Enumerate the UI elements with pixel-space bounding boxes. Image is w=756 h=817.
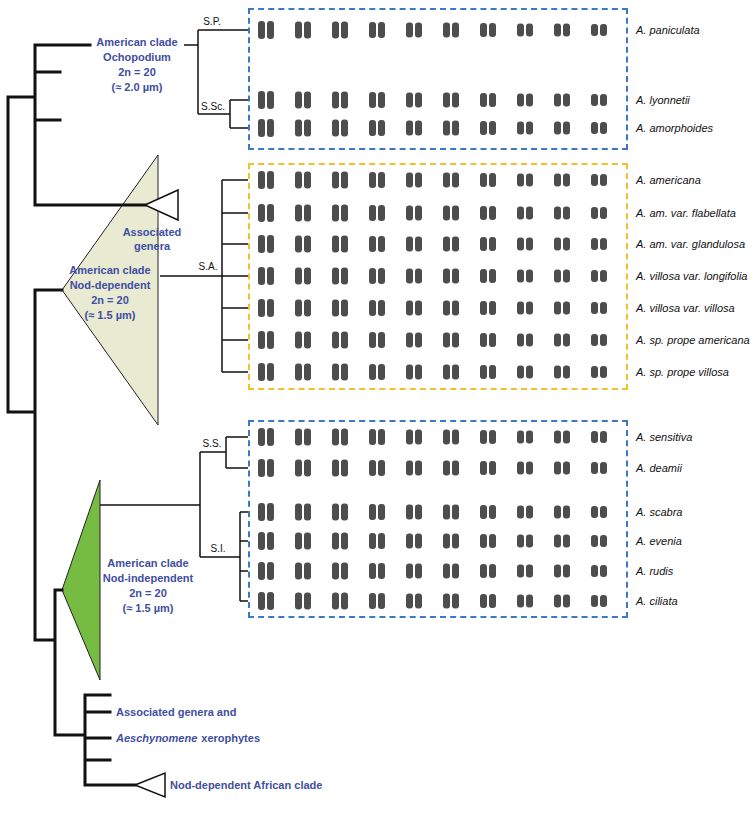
clade-triangle [135,773,165,797]
karyotype-panel: A. americana A. am. var. flabellata A. am.… [248,163,751,390]
karyotype-row [258,235,607,253]
species-name: A. scabra [636,506,682,519]
section-label: S.P. [203,15,221,28]
species-name: A. sp. prope villosa [636,366,729,379]
species-name: A. americana [636,174,701,187]
karyotype-row [258,503,607,521]
bracket-lines [160,180,248,372]
karyotype-panel: A. paniculata A. lyonnetii A. amorphoides [248,8,751,150]
species-name: A. paniculata [636,24,700,37]
species-name: A. amorphoides [636,122,713,135]
section-label: S.I. [210,542,225,555]
karyotype-row [258,459,607,477]
karyotype-row [258,331,607,349]
clade-label: Nod-dependent African clade [170,779,322,792]
karyotype-row [258,119,607,137]
karyotype-row [258,171,607,189]
clade-label: (≈ 1.5 µm) [85,309,136,322]
karyotype-row [258,299,607,317]
clade-label: (≈ 1.5 µm) [123,602,174,615]
species-name: A. evenia [636,535,682,548]
species-name: A. deamii [636,462,682,475]
clade-triangle [62,480,100,680]
dashed-frame [248,420,628,618]
clade-label: 2n = 20 [129,587,167,600]
karyotype-row [258,21,607,39]
karyotype-row [258,204,607,222]
bracket-lines [184,30,248,128]
clade-triangle [145,190,178,220]
clade-label: American clade [107,557,188,570]
species-name: A. villosa var. longifolia [636,270,747,283]
clade-label: American clade [96,36,177,49]
section-label: S.A. [199,260,218,273]
species-name: A. sp. prope americana [636,334,750,347]
clade-label: (≈ 2.0 µm) [112,81,163,94]
clade-label: xerophytes [201,732,260,745]
dashed-frame [248,163,628,390]
karyotype-rows [258,21,607,610]
tree-branches [8,45,145,785]
clade-label: Ochopodium [103,51,171,64]
section-label: S.S. [203,437,222,450]
clade-label: 2n = 20 [118,66,156,79]
karyotype-row [258,363,607,381]
karyotype-panel: A. sensitiva A. deamii A. scabra A. eveniaA… [248,420,751,618]
bracket-lines [100,437,248,601]
clade-label: Aeschynomene [116,732,197,745]
karyotype-row [258,267,607,285]
clade-label: Nod-dependent [70,279,151,292]
clade-label: Nod-independent [103,572,193,585]
dashed-frame [248,8,628,150]
clade-label: Associated genera and [116,706,236,719]
section-label: S.Sc. [201,100,225,113]
clade-label: genera [134,240,170,253]
species-name: A. rudis [636,565,673,578]
clade-triangle [62,155,158,425]
species-name: A. am. var. flabellata [636,207,736,220]
karyotype-row [258,532,607,550]
species-name: A. villosa var. villosa [636,302,735,315]
karyotype-row [258,592,607,610]
karyotype-row [258,428,607,446]
species-name: A. ciliata [636,595,678,608]
clade-label: American clade [69,264,150,277]
karyotype-row [258,91,607,109]
species-name: A. lyonnetii [636,94,690,107]
clade-label: Associated [123,226,182,239]
species-name: A. sensitiva [636,431,692,444]
karyotype-row [258,562,607,580]
clade-label: 2n = 20 [91,294,129,307]
species-name: A. am. var. glandulosa [636,238,745,251]
